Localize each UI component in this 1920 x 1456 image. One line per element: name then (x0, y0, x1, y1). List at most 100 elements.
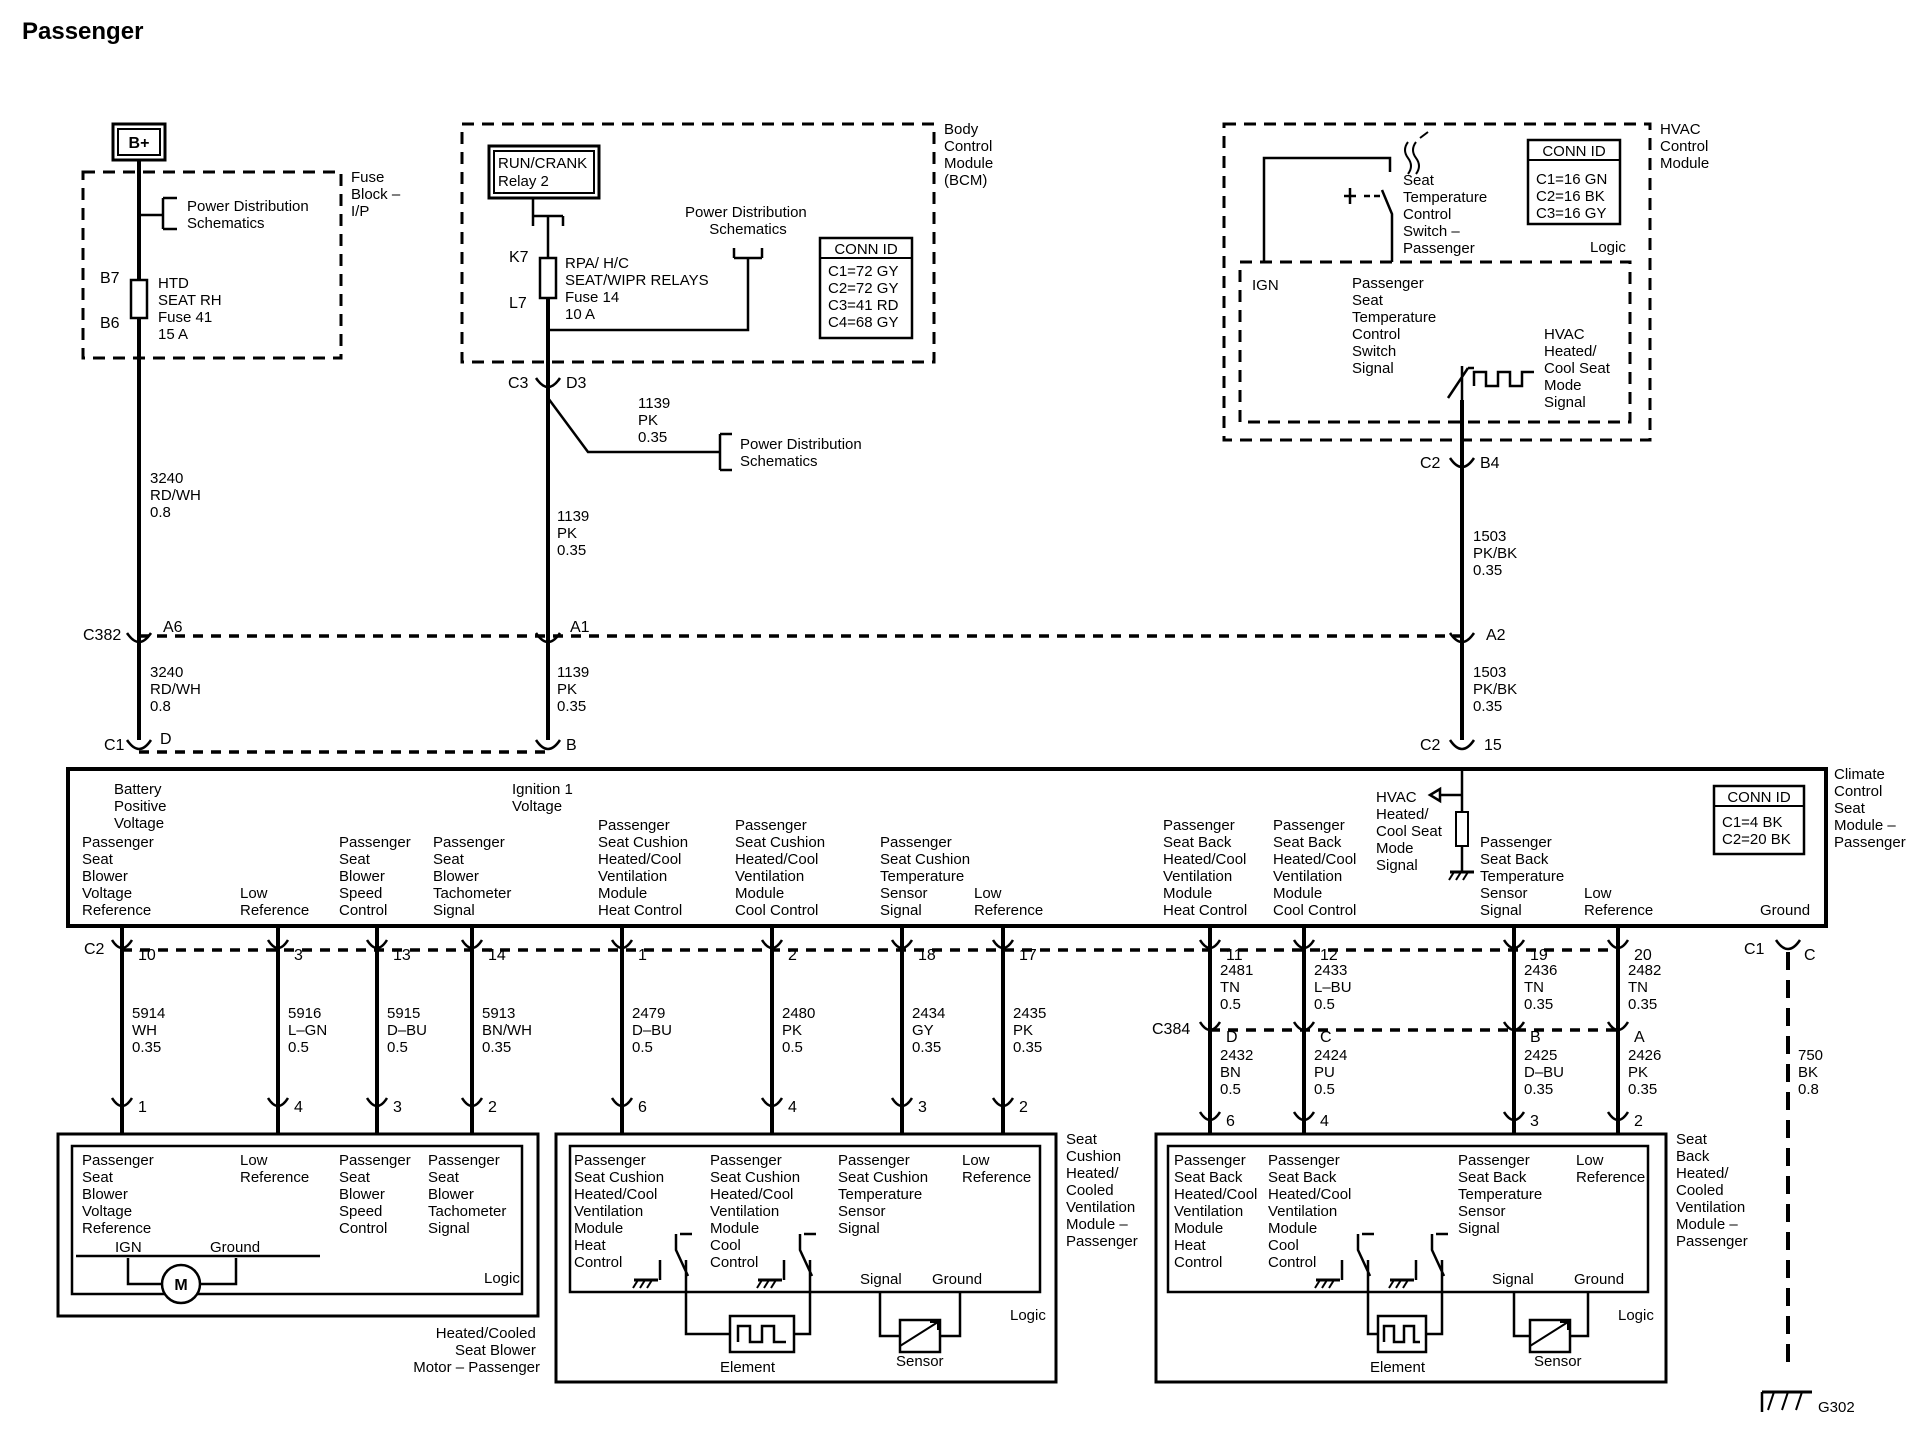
pin-a6: A6 (163, 619, 183, 636)
back-sensor-label: Sensor (1534, 1353, 1582, 1370)
back-heating-element-icon (1376, 1314, 1428, 1354)
blower-motor-label: Heated/Cooled Seat Blower Motor – Passen… (413, 1325, 540, 1376)
ccsm-c2-pin: 13 (393, 947, 411, 964)
c382-label: C382 (83, 627, 121, 644)
seat-switch-label: Seat Temperature Control Switch – Passen… (1403, 172, 1491, 257)
cushion-element-label: Element (720, 1359, 776, 1376)
c384-pin: C (1320, 1029, 1332, 1046)
blower-ign-label: IGN (115, 1239, 142, 1256)
svg-text:CONN ID: CONN ID (1542, 143, 1606, 160)
blower-logic-block (70, 1144, 524, 1296)
ccsm-ignition-voltage: Ignition 1 Voltage (512, 781, 577, 815)
seat-cushion-module (554, 1132, 1058, 1384)
seat-back-module (1154, 1132, 1668, 1384)
bcm-connector-id: CONN ID C1=72 GY C2=72 GY C3=41 RD C4=68… (818, 236, 914, 340)
fuse-pin-l7: L7 (509, 295, 527, 312)
ccsm-c2-pin: 17 (1019, 947, 1037, 964)
back-heat-switch (1313, 1232, 1448, 1336)
svg-text:C1=16 GN C2=16 BK: C1=16 GN C2=16 BK C3=16 GY (1536, 171, 1611, 222)
ccsm-c2-pin: 18 (918, 947, 936, 964)
ccsm-c2-pin: 12 (1320, 947, 1338, 964)
ccsm-c1-pin: C (1804, 947, 1816, 964)
connector-c384: C384 (1152, 1021, 1190, 1038)
hvac-connector-id: CONN ID C1=16 GN C2=16 BK C3=16 GY (1526, 138, 1622, 226)
svg-text:C1=72 GY C2=72 GY: C1=72 GY C2=72 GY C3=41 RD C4=68 GY (828, 263, 903, 331)
ccsm-c2-pin: 10 (138, 947, 156, 964)
hvac-signal-input (1427, 769, 1464, 872)
ccsm-c2-pin: 20 (1634, 947, 1652, 964)
bplus-label: B+ (129, 135, 150, 152)
bcm-label: Body Control Module (BCM) (944, 121, 997, 189)
cushion-signal-label: Signal (860, 1271, 902, 1288)
ccsm-c2-pin: 14 (488, 947, 506, 964)
switch-signal-label: Passenger Seat Temperature Control Switc… (1352, 275, 1440, 377)
wire-1139-upper: 1139 PK 0.35 (557, 508, 593, 559)
connector-c2-mid: C2 (1420, 737, 1441, 754)
pin-15: 15 (1484, 737, 1502, 754)
wire-1139-splice: 1139 PK 0.35 (638, 395, 674, 446)
svg-text:CONN ID: CONN ID (1727, 789, 1791, 806)
pwm-switch-symbol (1446, 366, 1534, 400)
ground-g302 (1760, 1390, 1812, 1412)
component-pin: 4 (294, 1099, 303, 1116)
power-distribution-ref-2: Power Distribution Schematics (685, 204, 811, 238)
power-distribution-ref-3: Power Distribution Schematics (740, 436, 866, 470)
svg-text:CONN ID: CONN ID (834, 241, 898, 258)
pin-b: B (566, 737, 577, 754)
pin-d: D (160, 731, 172, 748)
wire-1503-upper: 1503 PK/BK 0.35 (1473, 528, 1521, 579)
seat-heat-icon (1404, 131, 1429, 175)
climate-control-seat-module (66, 767, 1828, 928)
c384-pin: A (1634, 1029, 1645, 1046)
wire-3240-upper: 3240 RD/WH 0.8 (150, 470, 205, 521)
fuse-41 (129, 278, 149, 320)
wire-1139-lower: 1139 PK 0.35 (557, 664, 593, 715)
back-temp-sensor-icon (1512, 1292, 1590, 1354)
back-logic-label: Logic (1618, 1307, 1654, 1324)
cushion-ground-label: Ground (932, 1271, 982, 1288)
connector-c1-lower: C1 (1744, 941, 1765, 958)
cushion-sensor-label: Sensor (896, 1353, 944, 1370)
hvac-logic-block (1238, 260, 1632, 424)
pin-b4: B4 (1480, 455, 1500, 472)
cushion-logic-block (568, 1144, 1042, 1294)
cushion-temp-sensor-icon (878, 1292, 962, 1354)
g302-label: G302 (1818, 1399, 1855, 1416)
connector-c3: C3 (508, 375, 529, 392)
cushion-heating-element-icon (728, 1314, 796, 1354)
blower-logic-label: Logic (484, 1270, 520, 1287)
pin-d3: D3 (566, 375, 587, 392)
component-pin: 4 (788, 1099, 797, 1116)
